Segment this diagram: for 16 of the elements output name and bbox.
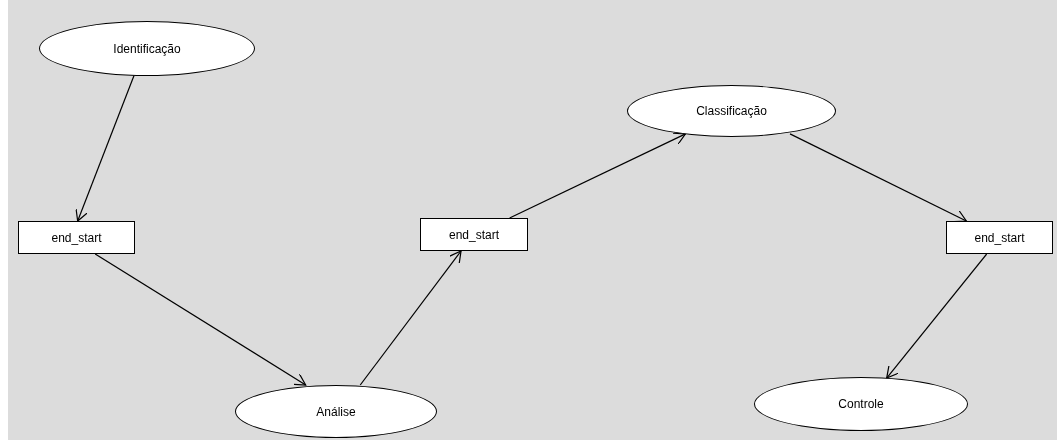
node-label: Análise <box>316 404 356 419</box>
arrow <box>789 133 967 223</box>
node-label: Identificação <box>113 41 181 56</box>
state-box <box>946 221 1053 254</box>
node-label: end_start <box>448 227 499 242</box>
node-label: Controle <box>838 397 884 411</box>
node-label: end_start <box>51 230 102 245</box>
state-box <box>18 221 135 254</box>
arrow <box>94 253 307 386</box>
arrow <box>886 253 988 379</box>
arrow <box>359 250 462 386</box>
arrow <box>75 74 135 222</box>
node-label: end_start <box>974 230 1025 245</box>
state-box <box>420 218 528 251</box>
arrow <box>509 132 687 219</box>
node-label: Classificação <box>696 104 767 118</box>
